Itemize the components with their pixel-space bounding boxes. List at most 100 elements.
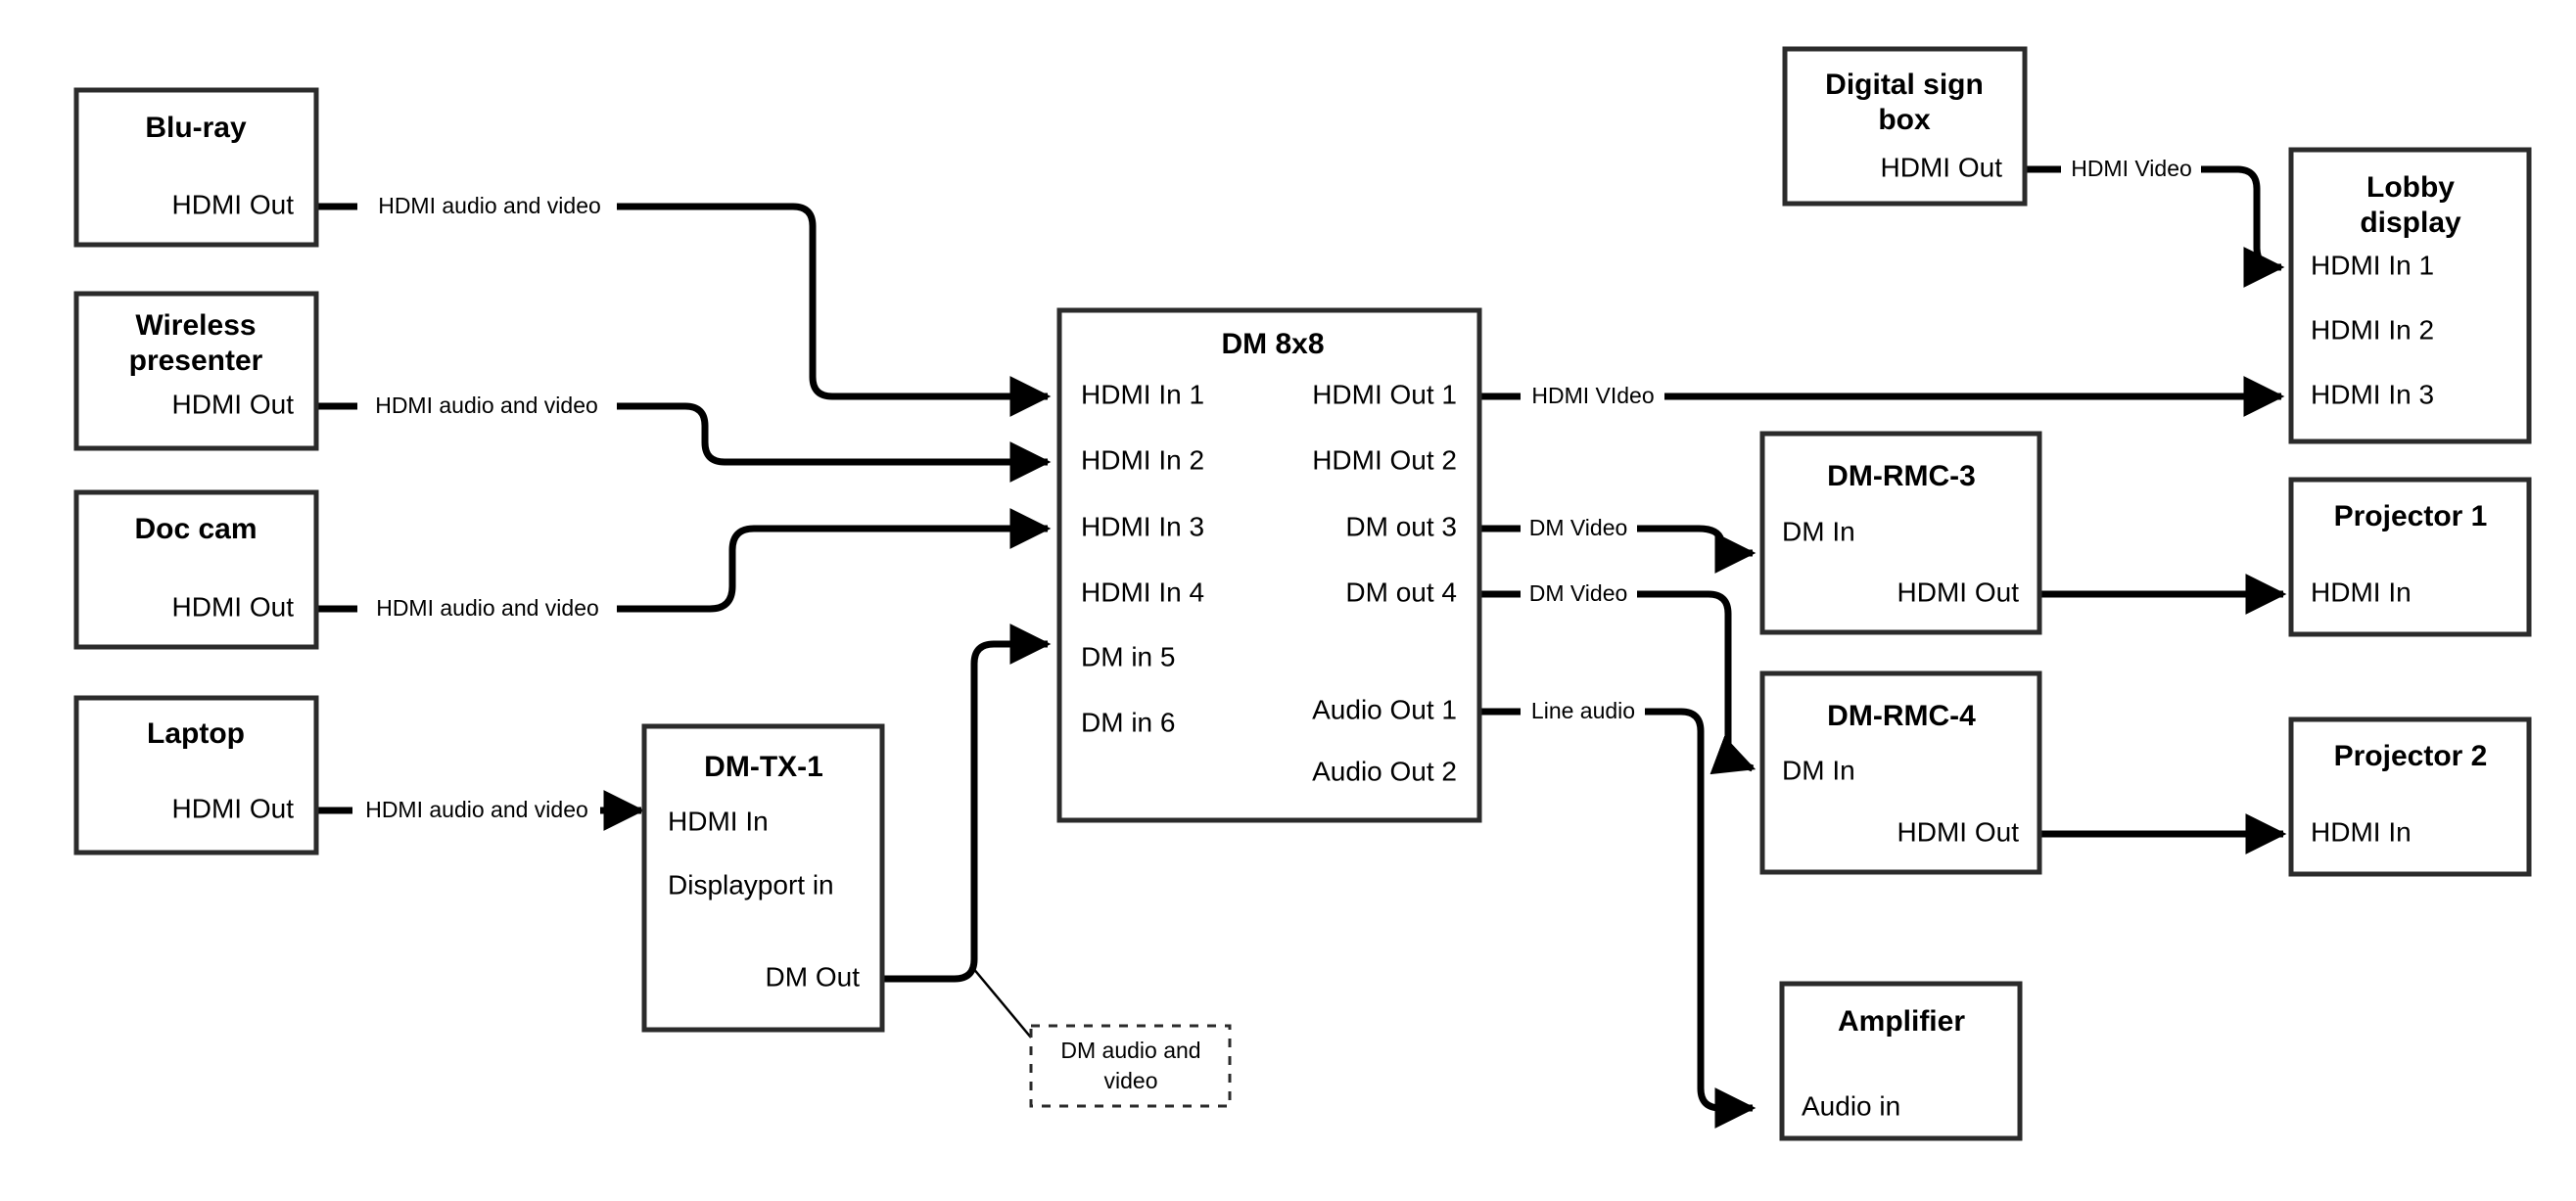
edge-path: [617, 402, 1052, 483]
node-lobby-display[interactable]: Lobby display HDMI In 1 HDMI In 2 HDMI I…: [2288, 147, 2532, 444]
digital-sign-box-port-hdmi-out: HDMI Out: [1881, 152, 2003, 182]
edge-label-hdmi-video-signbox: HDMI Video: [2071, 156, 2192, 181]
dm-8x8-input-hdmi-in-2: HDMI In 2: [1081, 444, 1204, 475]
edge-label-bluray: HDMI audio and video: [378, 193, 601, 218]
callout-dm-audio-and-video: DM audio and video: [1029, 1024, 1232, 1108]
dm-rmc-4-port-dm-in: DM In: [1782, 755, 1855, 785]
doc-cam-port-hdmi-out: HDMI Out: [172, 591, 295, 622]
edge-label-dm-video-out3: DM Video: [1529, 515, 1628, 540]
edge-label-wireless: HDMI audio and video: [375, 393, 598, 418]
dm-8x8-box[interactable]: [1056, 307, 1482, 823]
callout-label-line2: video: [1104, 1068, 1158, 1093]
edge-path: [2201, 165, 2285, 288]
edge-label-hdmi-video-out1: HDMI VIdeo: [1531, 383, 1654, 408]
projector-2-box[interactable]: [2288, 716, 2532, 877]
callout-box: [1029, 1024, 1232, 1108]
dm-rmc-3-box[interactable]: [1759, 431, 2042, 635]
laptop-title: Laptop: [147, 717, 245, 750]
lobby-display-input-hdmi-in-3: HDMI In 3: [2311, 379, 2434, 409]
callout-leader-line: [971, 966, 1032, 1039]
laptop-port-hdmi-out: HDMI Out: [172, 793, 295, 823]
dm-8x8-input-hdmi-in-4: HDMI In 4: [1081, 577, 1204, 607]
projector-1-box[interactable]: [2288, 477, 2532, 637]
dm-8x8-output-audio-out-1: Audio Out 1: [1312, 694, 1457, 724]
dm-8x8-output-dm-out-3: DM out 3: [1345, 511, 1457, 541]
dm-8x8-output-audio-out-2: Audio Out 2: [1312, 756, 1457, 786]
node-dm-tx-1[interactable]: DM-TX-1 HDMI In Displayport in DM Out: [641, 723, 885, 1033]
link-doccam-to-dm8x8-hdmi-in-3: HDMI audio and video: [316, 508, 1052, 621]
wireless-presenter-box[interactable]: [73, 291, 319, 451]
edge-path: [882, 624, 1052, 983]
dm-rmc-4-port-hdmi-out: HDMI Out: [1897, 816, 2020, 847]
dm-rmc-3-port-dm-in: DM In: [1782, 516, 1855, 546]
node-doc-cam[interactable]: Doc cam HDMI Out: [73, 489, 319, 650]
node-dm-8x8[interactable]: DM 8x8 HDMI In 1 HDMI In 2 HDMI In 3 HDM…: [1056, 307, 1482, 823]
node-laptop[interactable]: Laptop HDMI Out: [73, 695, 319, 855]
dm-8x8-output-dm-out-4: DM out 4: [1345, 577, 1457, 607]
digital-sign-box[interactable]: [1782, 46, 2028, 207]
node-bluray[interactable]: Blu-ray HDMI Out: [73, 87, 319, 248]
bluray-title: Blu-ray: [145, 112, 247, 144]
dm-tx-1-port-displayport-in: Displayport in: [668, 869, 834, 900]
edge-path: [617, 203, 1052, 417]
node-digital-sign-box[interactable]: Digital sign box HDMI Out: [1782, 46, 2028, 207]
node-amplifier[interactable]: Amplifier Audio in: [1779, 981, 2023, 1141]
lobby-display-box[interactable]: [2288, 147, 2532, 444]
link-dm8x8-dm-out-4-to-dmrmc4: DM Video: [1479, 580, 1756, 775]
dm-8x8-title: DM 8x8: [1221, 328, 1324, 360]
doc-cam-box[interactable]: [73, 489, 319, 650]
projector-1-port-hdmi-in: HDMI In: [2311, 577, 2412, 607]
dm-8x8-output-hdmi-out-2: HDMI Out 2: [1312, 444, 1457, 475]
dm-rmc-4-title: DM-RMC-4: [1827, 700, 1976, 732]
edge-label-dm-video-out4: DM Video: [1529, 580, 1628, 606]
node-wireless-presenter[interactable]: Wireless presenter HDMI Out: [73, 291, 319, 451]
node-dm-rmc-4[interactable]: DM-RMC-4 DM In HDMI Out: [1759, 670, 2042, 875]
amplifier-box[interactable]: [1779, 981, 2023, 1141]
wireless-presenter-title-line2: presenter: [129, 345, 263, 377]
link-dm8x8-dm-out-3-to-dmrmc3: DM Video: [1479, 515, 1756, 574]
node-projector-1[interactable]: Projector 1 HDMI In: [2288, 477, 2532, 637]
projector-1-title: Projector 1: [2334, 500, 2488, 532]
laptop-box[interactable]: [73, 695, 319, 855]
lobby-display-title-line2: display: [2360, 207, 2461, 239]
node-dm-rmc-3[interactable]: DM-RMC-3 DM In HDMI Out: [1759, 431, 2042, 635]
edge-path: [617, 508, 1052, 613]
dm-tx-1-box[interactable]: [641, 723, 885, 1033]
dm-8x8-input-dm-in-6: DM in 6: [1081, 707, 1175, 737]
projector-2-port-hdmi-in: HDMI In: [2311, 816, 2412, 847]
dm-rmc-4-box[interactable]: [1759, 670, 2042, 875]
link-bluray-to-dm8x8-hdmi-in-1: HDMI audio and video: [316, 193, 1052, 417]
projector-2-title: Projector 2: [2334, 740, 2488, 772]
dm-rmc-3-title: DM-RMC-3: [1827, 460, 1976, 492]
dm-tx-1-port-dm-out: DM Out: [766, 961, 861, 992]
link-dm8x8-audio-out-1-to-amplifier: Line audio: [1479, 698, 1756, 1129]
amplifier-port-audio-in: Audio in: [1802, 1090, 1900, 1121]
edge-label-laptop: HDMI audio and video: [365, 797, 588, 822]
edge-path: [1637, 525, 1756, 574]
bluray-box[interactable]: [73, 87, 319, 248]
edge-label-line-audio: Line audio: [1531, 698, 1635, 723]
link-dm8x8-hdmi-out-1-to-lobby-hdmi-in-3: HDMI VIdeo: [1479, 376, 2285, 417]
link-laptop-to-dmtx1-hdmi-in: HDMI audio and video: [316, 790, 645, 831]
dm-8x8-output-hdmi-out-1: HDMI Out 1: [1312, 379, 1457, 409]
lobby-display-input-hdmi-in-1: HDMI In 1: [2311, 250, 2434, 280]
doc-cam-title: Doc cam: [134, 513, 257, 545]
edge-path: [1645, 708, 1756, 1129]
amplifier-title: Amplifier: [1838, 1005, 1965, 1038]
callout-label-line1: DM audio and: [1060, 1038, 1200, 1063]
dm-8x8-input-hdmi-in-3: HDMI In 3: [1081, 511, 1204, 541]
wireless-presenter-port-hdmi-out: HDMI Out: [172, 389, 295, 419]
link-signbox-to-lobby-hdmi-in-1: HDMI Video: [2025, 156, 2285, 288]
wireless-presenter-title-line1: Wireless: [135, 309, 256, 342]
node-projector-2[interactable]: Projector 2 HDMI In: [2288, 716, 2532, 877]
digital-sign-box-title-line1: Digital sign: [1825, 69, 1984, 101]
dm-8x8-input-dm-in-5: DM in 5: [1081, 641, 1175, 671]
edge-label-doccam: HDMI audio and video: [376, 595, 599, 621]
lobby-display-input-hdmi-in-2: HDMI In 2: [2311, 314, 2434, 345]
link-dmtx1-to-dm8x8-dm-in-5: [882, 624, 1052, 1039]
dm-rmc-3-port-hdmi-out: HDMI Out: [1897, 577, 2020, 607]
edge-path: [1637, 590, 1756, 775]
dm-tx-1-port-hdmi-in: HDMI In: [668, 806, 769, 836]
bluray-port-hdmi-out: HDMI Out: [172, 189, 295, 219]
